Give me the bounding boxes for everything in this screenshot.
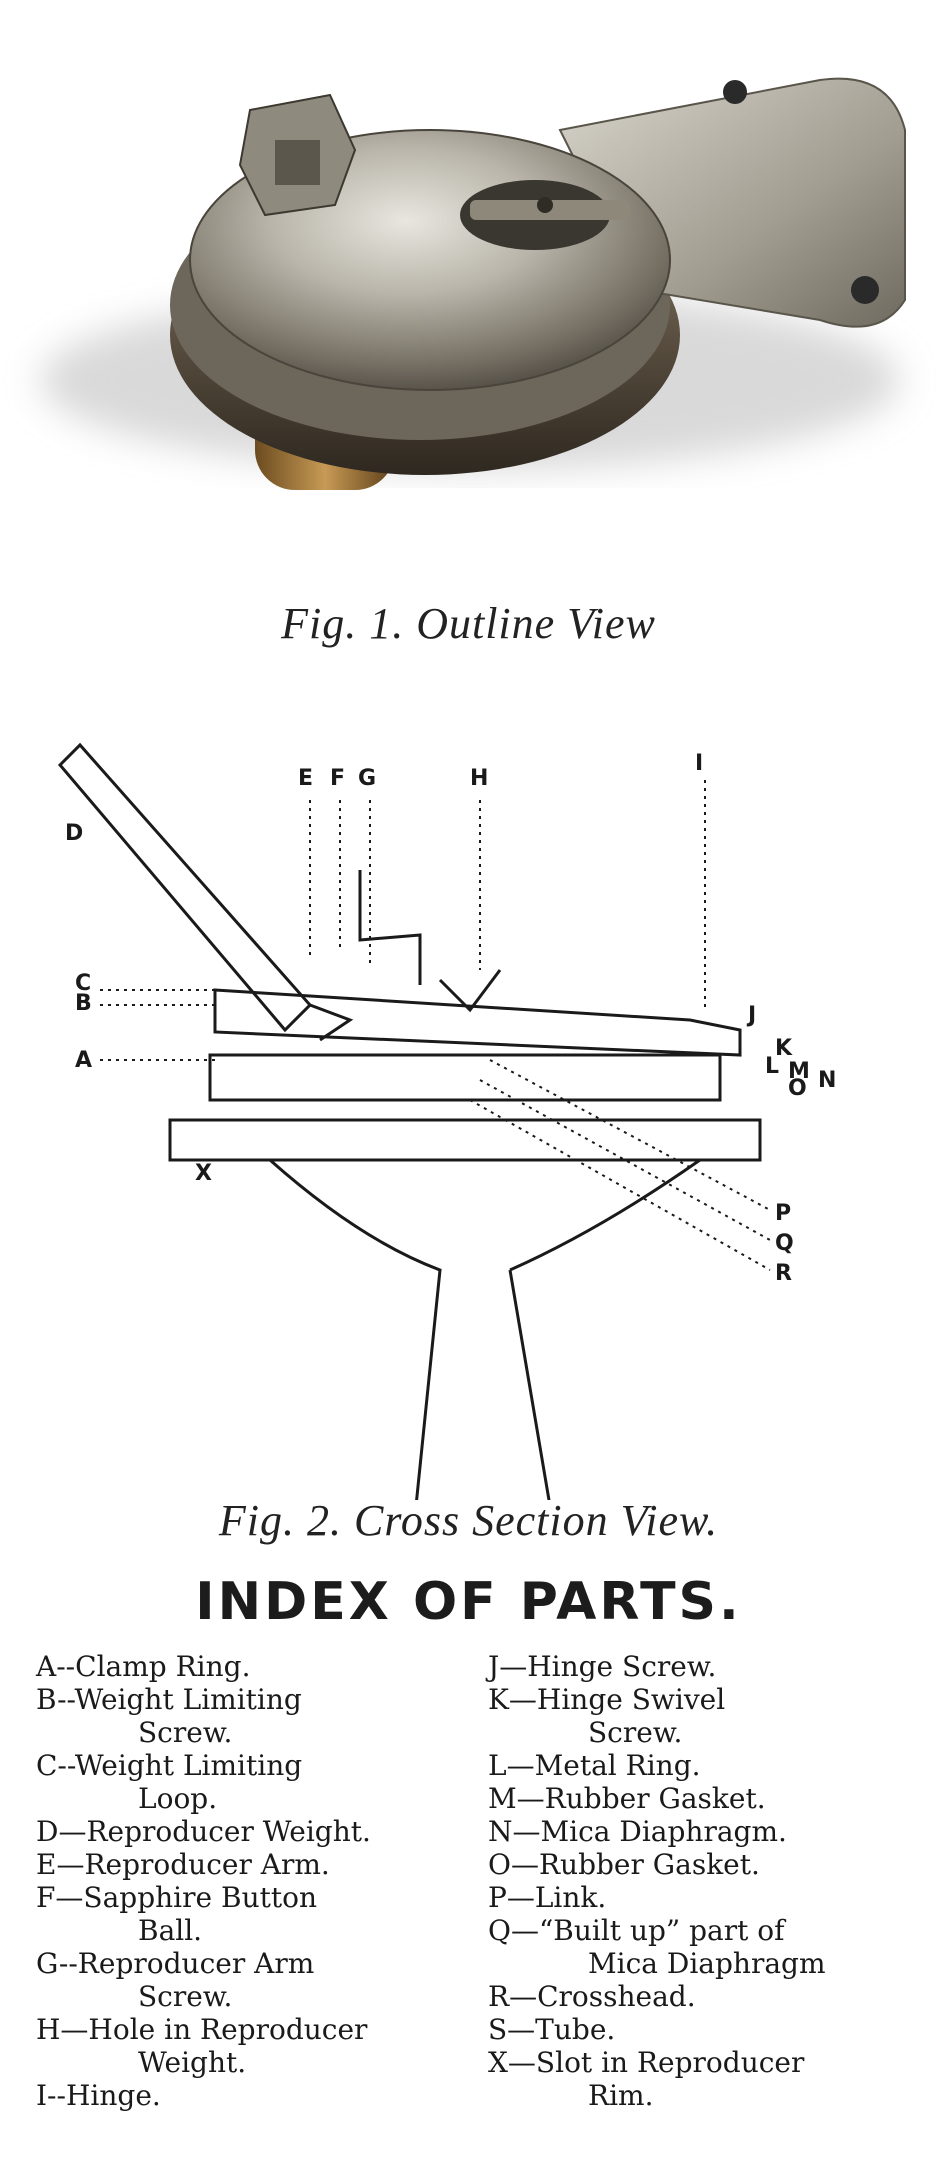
figure-2-caption: Fig. 2. Cross Section View. <box>218 1496 719 1545</box>
index-entry-m: M—Rubber Gasket. <box>488 1782 766 1815</box>
index-left-column: A--Clamp Ring. B--Weight Limiting Screw.… <box>36 1650 476 2112</box>
index-entry-k-cont: Screw. <box>588 1716 683 1749</box>
index-entry-r: R—Crosshead. <box>488 1980 696 2013</box>
label-I: I <box>695 751 703 776</box>
label-E: E <box>298 766 313 791</box>
index-entry-f: F—Sapphire Button <box>36 1881 317 1914</box>
label-P: P <box>775 1201 791 1226</box>
label-D: D <box>65 821 83 846</box>
label-A: A <box>75 1048 92 1073</box>
label-C: C <box>75 971 91 996</box>
cross-section-diagram: D E F G H I C B J A K L M N O X P Q R S <box>57 742 836 1500</box>
index-entry-h: H—Hole in Reproducer <box>36 2013 368 2046</box>
index-title: INDEX OF PARTS. <box>195 1572 742 1632</box>
index-entry-h-cont: Weight. <box>138 2046 247 2079</box>
label-Q: Q <box>775 1231 794 1256</box>
figure-1-caption: Fig. 1. Outline View <box>281 599 656 648</box>
index-entry-i: I--Hinge. <box>36 2079 161 2112</box>
index-entry-q: Q—“Built up” part of <box>488 1914 785 1947</box>
index-entry-c-cont: Loop. <box>138 1782 218 1815</box>
index-entry-g: G--Reproducer Arm <box>36 1947 315 1980</box>
index-right-column: J—Hinge Screw. K—Hinge Swivel Screw. L—M… <box>488 1650 918 2112</box>
index-entry-f-cont: Ball. <box>138 1914 203 1947</box>
label-G: G <box>358 766 376 791</box>
label-F: F <box>330 766 345 791</box>
label-N: N <box>818 1068 836 1093</box>
index-entry-l: L—Metal Ring. <box>488 1749 701 1782</box>
index-entry-g-cont: Screw. <box>138 1980 233 2013</box>
label-L: L <box>765 1054 779 1079</box>
index-entry-x: X—Slot in Reproducer <box>488 2046 805 2079</box>
index-entry-s: S—Tube. <box>488 2013 616 2046</box>
label-K: K <box>775 1036 793 1061</box>
index-entry-e: E—Reproducer Arm. <box>36 1848 330 1881</box>
label-M: M <box>788 1059 810 1084</box>
label-B: B <box>75 991 92 1016</box>
index-entry-n: N—Mica Diaphragm. <box>488 1815 787 1848</box>
index-entry-b: B--Weight Limiting <box>36 1683 302 1716</box>
label-X: X <box>195 1161 212 1186</box>
label-R: R <box>775 1261 792 1286</box>
index-entry-c: C--Weight Limiting <box>36 1749 303 1782</box>
label-H: H <box>470 766 488 791</box>
reproducer-photo <box>40 77 906 490</box>
index-entry-q-cont: Mica Diaphragm <box>588 1947 826 1980</box>
index-entry-o: O—Rubber Gasket. <box>488 1848 760 1881</box>
label-J: J <box>746 1003 756 1028</box>
index-entry-p: P—Link. <box>488 1881 607 1914</box>
label-O: O <box>788 1076 807 1101</box>
index-entry-j: J—Hinge Screw. <box>488 1650 717 1683</box>
index-entry-x-cont: Rim. <box>588 2079 654 2112</box>
index-entry-k: K—Hinge Swivel <box>488 1683 726 1716</box>
index-entry-d: D—Reproducer Weight. <box>36 1815 371 1848</box>
index-entry-a: A--Clamp Ring. <box>36 1650 251 1683</box>
index-entry-b-cont: Screw. <box>138 1716 233 1749</box>
